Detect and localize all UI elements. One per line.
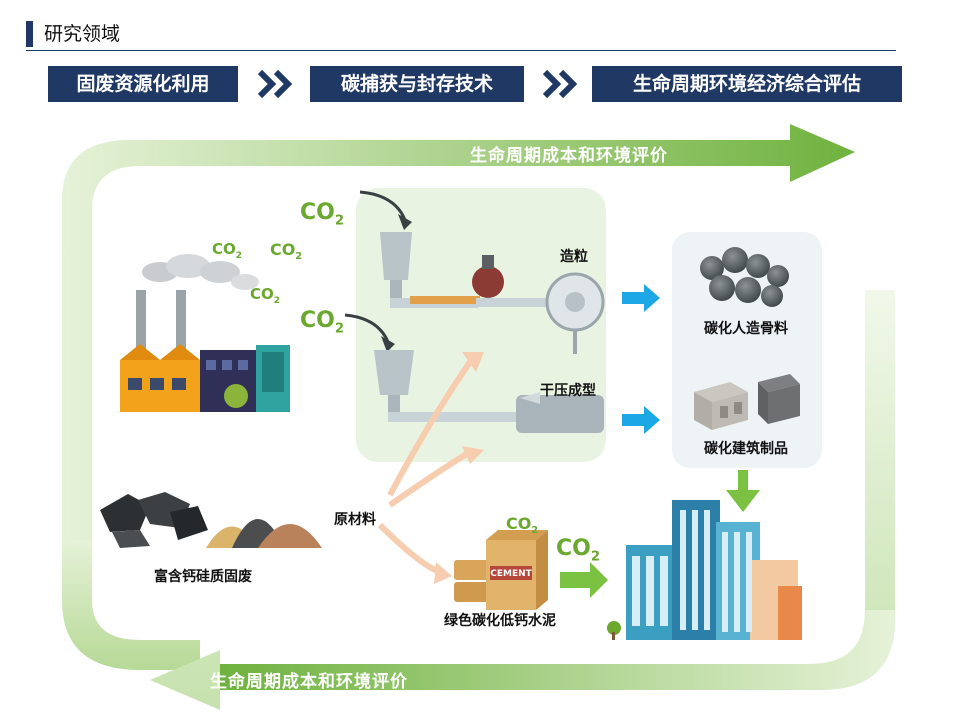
solid-waste-label: 富含钙硅质固废 xyxy=(154,569,252,585)
bottom-band-label: 生命周期成本和环境评价 xyxy=(210,672,408,692)
co2-label: CO2 xyxy=(300,308,345,337)
cement-label: 绿色碳化低钙水泥 xyxy=(444,613,556,629)
dry-press-equipment xyxy=(374,350,604,433)
step-lifecycle-assessment: 生命周期环境经济综合评估 xyxy=(592,66,902,102)
co2-label: CO2 xyxy=(270,240,303,263)
co2-label: CO2 xyxy=(300,200,345,229)
green-arrow-icon xyxy=(560,562,608,598)
top-band-label: 生命周期成本和环境评价 xyxy=(470,146,668,166)
chevron-right-icon xyxy=(257,69,293,99)
city-buildings-image xyxy=(607,500,802,640)
aggregate-label: 碳化人造骨料 xyxy=(704,321,788,337)
co2-label: CO2 xyxy=(212,240,243,261)
step-carbon-capture: 碳捕获与封存技术 xyxy=(310,66,524,102)
granulation-label: 造粒 xyxy=(560,249,588,265)
cement-bag-label: CEMENT xyxy=(490,569,532,579)
cement-bags-image xyxy=(454,530,548,610)
building-products-label: 碳化建筑制品 xyxy=(704,441,788,457)
step-solid-waste: 固废资源化利用 xyxy=(48,66,238,102)
chevron-right-icon xyxy=(542,69,578,99)
carbonated-aggregate-image xyxy=(700,247,789,307)
process-panel xyxy=(356,188,606,462)
lifecycle-loop-band xyxy=(62,124,895,710)
granulation-equipment xyxy=(380,232,605,354)
output-arrows xyxy=(622,284,660,434)
solid-waste-image xyxy=(100,492,322,548)
raw-material-label: 原材料 xyxy=(334,512,376,528)
carbonated-block-image xyxy=(694,374,800,430)
factory-illustration xyxy=(120,254,290,412)
title-divider xyxy=(26,50,896,51)
co2-label: CO2 xyxy=(506,514,539,537)
down-arrow-icon xyxy=(726,470,760,512)
co2-label: CO2 xyxy=(250,285,281,306)
dry-press-label: 干压成型 xyxy=(540,383,596,399)
title-accent-bar xyxy=(26,21,33,47)
page-title: 研究领域 xyxy=(44,23,121,45)
co2-label: CO2 xyxy=(556,536,601,565)
